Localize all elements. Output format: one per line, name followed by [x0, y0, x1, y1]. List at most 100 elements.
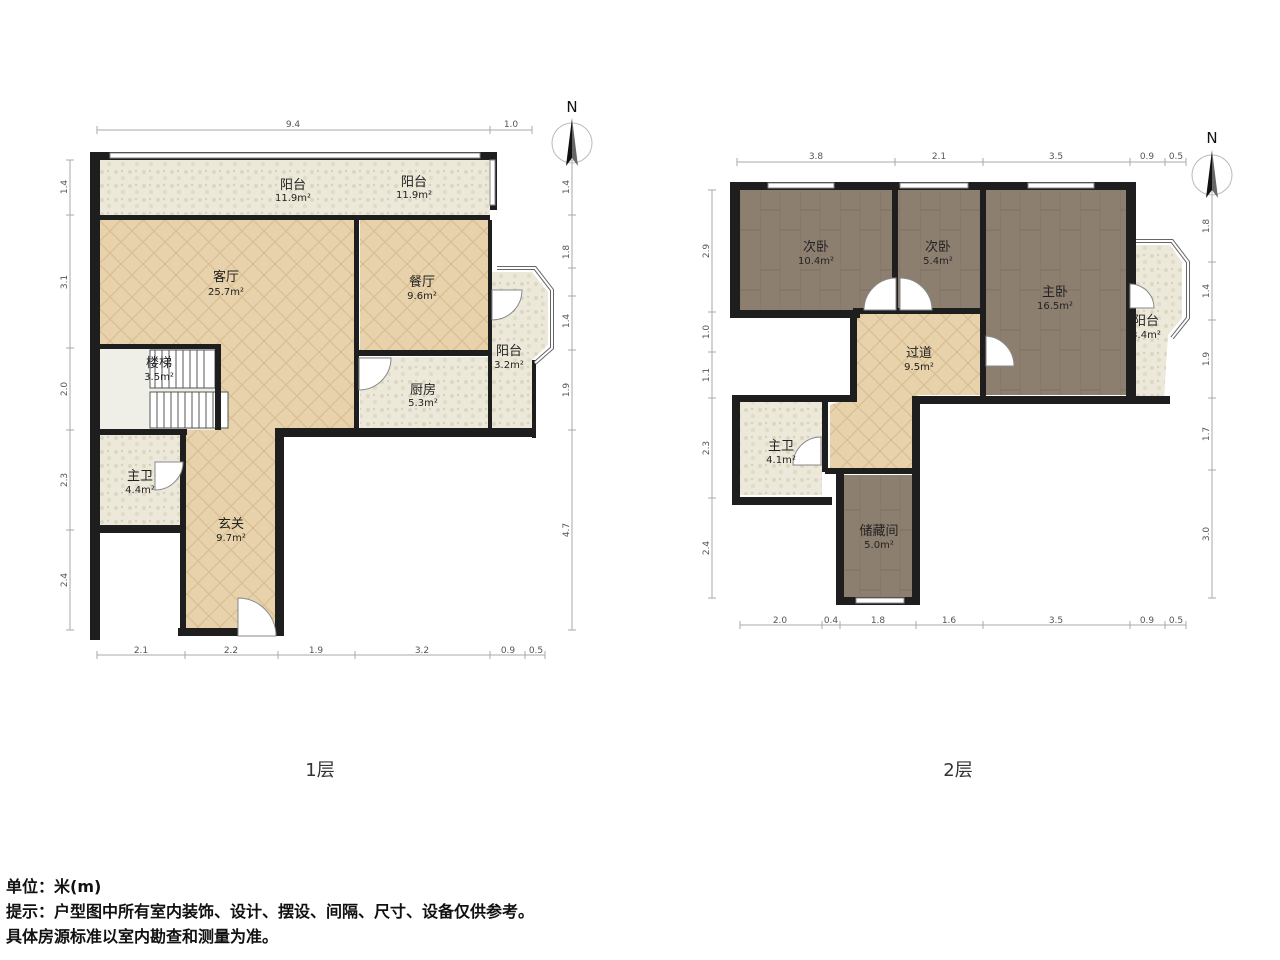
room-area: 3.4m²: [1131, 330, 1161, 341]
room-name: 餐厅: [409, 274, 435, 290]
room-name: 主卧: [1042, 285, 1068, 300]
f2-dimension-lines: [708, 158, 1216, 629]
room-area: 5.4m²: [923, 256, 953, 267]
f1-staircase: [149, 349, 229, 429]
f2-dimension-labels: 3.8 2.1 3.5 0.9 0.5 2.0 0.4 1.8 1.6 3.5 …: [702, 152, 1212, 626]
dim-label: 3.5: [1049, 152, 1063, 162]
room-name: 储藏间: [859, 524, 898, 539]
f2-balcony-floor: [1132, 245, 1182, 400]
compass-north-label: N: [566, 98, 577, 116]
dim-label: 3.2: [415, 646, 429, 656]
f2-storage-floor: [843, 475, 915, 597]
f1-living-floor: [97, 220, 355, 348]
compass-north-label: N: [1206, 129, 1217, 147]
dim-label: 1.9: [1202, 352, 1212, 367]
dim-label: 1.7: [1202, 427, 1212, 441]
room-area: 4.1m²: [766, 455, 796, 466]
f2-doors: [792, 277, 1155, 466]
dim-label: 1.8: [562, 245, 572, 260]
dim-label: 0.9: [501, 646, 516, 656]
f1-dining-floor: [360, 220, 488, 350]
dim-label: 0.9: [1140, 616, 1155, 626]
dim-label: 1.0: [504, 120, 519, 130]
dim-label: 3.5: [1049, 616, 1063, 626]
room-area: 16.5m²: [1037, 301, 1073, 312]
room-area: 11.9m²: [396, 190, 432, 201]
room-name: 阳台: [401, 175, 427, 190]
dim-label: 1.4: [1202, 284, 1212, 299]
unit-note: 单位：米(m): [6, 877, 102, 896]
room-name: 主卫: [127, 469, 153, 484]
room-area: 9.5m²: [904, 362, 934, 373]
dim-label: 1.1: [702, 368, 712, 382]
dim-label: 2.4: [702, 541, 712, 556]
dim-label: 2.1: [932, 152, 946, 162]
f1-balcony-floor: [97, 160, 490, 215]
f1-dimension-labels: 9.4 1.0 2.1 2.2 1.9 3.2 0.9 0.5 1.4 3.1 …: [60, 120, 572, 656]
dim-label: 1.6: [942, 616, 957, 626]
dim-label: 2.0: [773, 616, 788, 626]
dim-label: 1.4: [562, 314, 572, 329]
dim-label: 3.0: [1202, 527, 1212, 542]
room-area: 5.3m²: [408, 398, 438, 409]
dim-label: 1.4: [60, 180, 70, 195]
room-area: 9.7m²: [216, 533, 246, 544]
f2-hall-floor: [830, 312, 980, 470]
room-name: 楼梯: [146, 356, 172, 371]
dim-label: 0.9: [1140, 152, 1155, 162]
f2-windows: [767, 182, 1190, 604]
dim-label: 2.4: [60, 573, 70, 588]
room-name: 次卧: [925, 239, 951, 255]
compass-arrow: [566, 118, 572, 166]
dim-label: 4.7: [562, 523, 572, 537]
compass-arrow: [1206, 150, 1212, 198]
room-area: 10.4m²: [798, 256, 834, 267]
dim-label: 2.2: [224, 646, 238, 656]
room-area: 4.4m²: [125, 485, 155, 496]
dim-label: 3.1: [60, 275, 70, 289]
room-name: 过道: [906, 346, 932, 361]
floor-2-plan: 次卧 10.4m² 次卧 5.4m² 主卧 16.5m² 阳台 3.4m² 过道…: [702, 129, 1233, 781]
room-name: 厨房: [410, 382, 436, 398]
floor-label: 1层: [305, 760, 334, 781]
dim-label: 2.3: [702, 441, 712, 455]
f1-compass: N: [551, 98, 593, 166]
room-name: 阳台: [1133, 314, 1159, 329]
dim-label: 2.1: [134, 646, 148, 656]
room-name: 阳台: [496, 344, 522, 359]
dim-label: 0.5: [1169, 616, 1183, 626]
floor-1-plan: 阳台 11.9m² 阳台 11.9m² 客厅 25.7m² 餐厅 9.6m² 阳…: [60, 98, 593, 781]
dim-label: 0.4: [824, 616, 839, 626]
dim-label: 1.4: [562, 180, 572, 195]
room-area: 3.5m²: [144, 372, 174, 383]
room-name: 次卧: [803, 239, 829, 255]
dim-label: 3.8: [809, 152, 824, 162]
room-area: 5.0m²: [864, 540, 894, 551]
f1-entry-floor: [185, 430, 280, 630]
notes-block: 单位：米(m) 提示：户型图中所有室内装饰、设计、摆设、间隔、尺寸、设备仅供参考…: [6, 874, 534, 949]
dim-label: 9.4: [286, 120, 301, 130]
dim-label: 2.3: [60, 473, 70, 487]
dim-label: 2.9: [702, 244, 712, 259]
f1-dimension-lines: [66, 126, 576, 659]
dim-label: 1.9: [562, 383, 572, 398]
room-area: 25.7m²: [208, 287, 244, 298]
dim-label: 1.9: [309, 646, 324, 656]
disclaimer-note: 提示：户型图中所有室内装饰、设计、摆设、间隔、尺寸、设备仅供参考。: [6, 902, 535, 921]
dim-label: 2.0: [60, 382, 70, 397]
survey-note: 具体房源标准以室内勘查和测量为准。: [6, 927, 279, 946]
room-name: 阳台: [280, 178, 306, 193]
dim-label: 1.8: [871, 616, 886, 626]
room-name: 主卫: [768, 439, 794, 454]
f2-compass: N: [1191, 129, 1233, 198]
room-area: 9.6m²: [407, 291, 437, 302]
floor-label: 2层: [943, 760, 972, 781]
dim-label: 1.8: [1202, 219, 1212, 234]
dim-label: 0.5: [1169, 152, 1183, 162]
f1-living-floor-lower: [220, 348, 355, 430]
f2-room-labels: 次卧 10.4m² 次卧 5.4m² 主卧 16.5m² 阳台 3.4m² 过道…: [766, 239, 1161, 551]
f1-room-labels: 阳台 11.9m² 阳台 11.9m² 客厅 25.7m² 餐厅 9.6m² 阳…: [125, 175, 524, 544]
f1-windows: [109, 152, 554, 365]
f1-doors: [154, 289, 523, 637]
room-name: 客厅: [213, 269, 239, 285]
